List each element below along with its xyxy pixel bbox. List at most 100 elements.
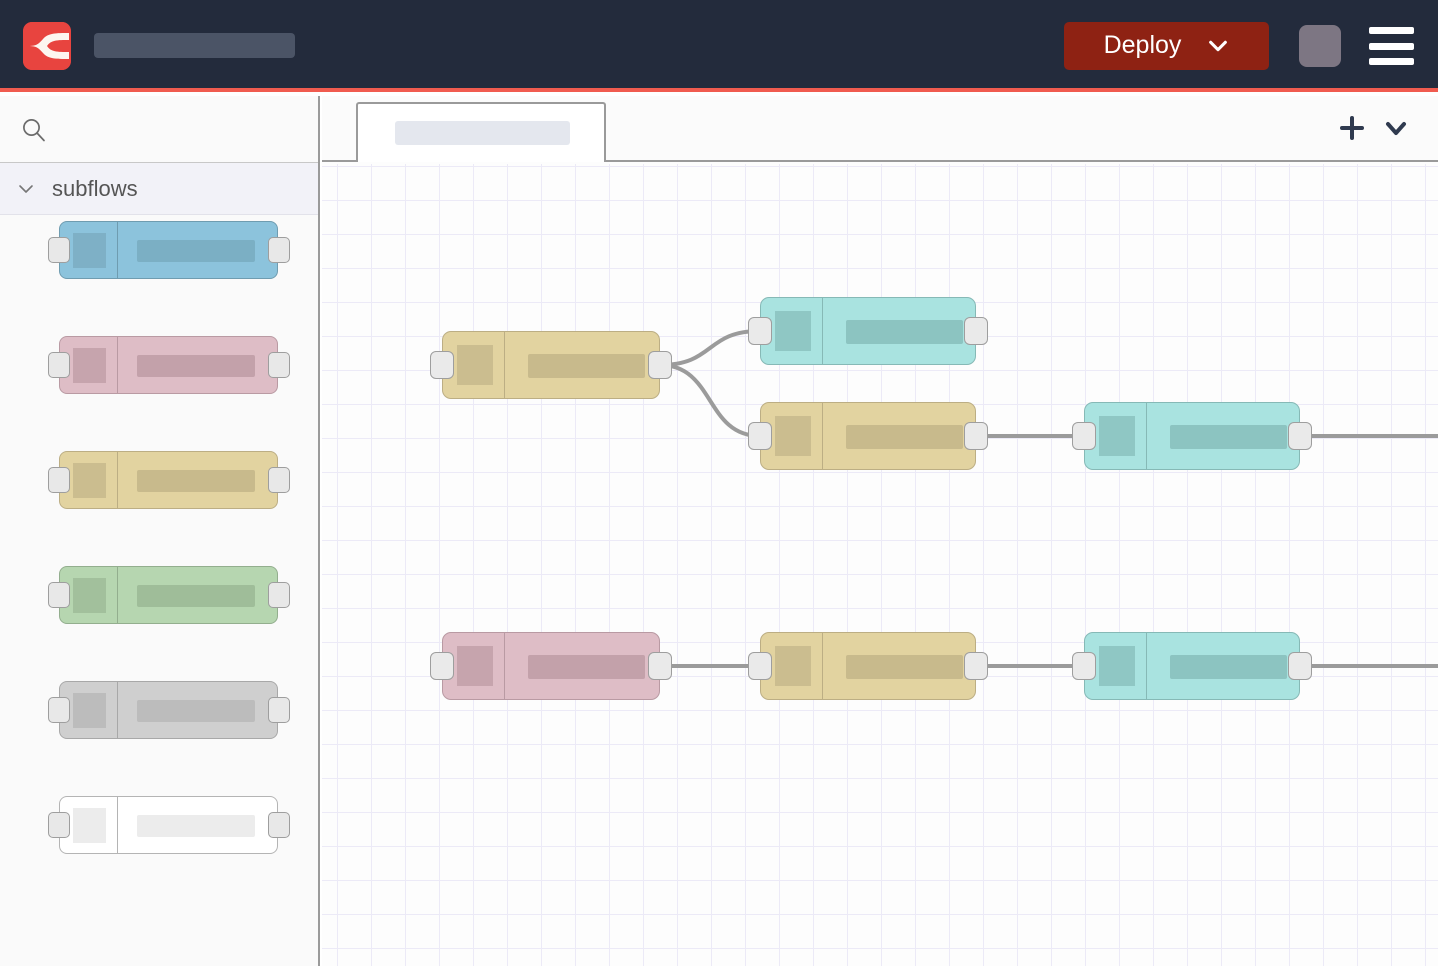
hamburger-bar — [1369, 58, 1414, 65]
palette-node-input-port[interactable] — [48, 467, 70, 493]
hamburger-bar — [1369, 27, 1414, 34]
palette-node-label-placeholder — [137, 585, 255, 607]
flow-tab-bar — [322, 96, 1438, 162]
palette-node-body — [59, 451, 278, 509]
palette-node-body — [59, 681, 278, 739]
node-red-logo-icon[interactable] — [23, 22, 71, 70]
canvas-node-yellow-3[interactable] — [760, 632, 976, 700]
node-output-port[interactable] — [1288, 652, 1312, 680]
palette-node-input-port[interactable] — [48, 812, 70, 838]
node-label-placeholder — [528, 655, 645, 679]
chevron-down-icon[interactable] — [1382, 116, 1410, 142]
node-input-port[interactable] — [430, 652, 454, 680]
palette-node-icon — [73, 463, 106, 498]
node-output-port[interactable] — [964, 317, 988, 345]
node-input-port[interactable] — [1072, 652, 1096, 680]
app-header: Deploy — [0, 0, 1438, 92]
palette-node-input-port[interactable] — [48, 237, 70, 263]
palette-node-output-port[interactable] — [268, 697, 290, 723]
search-icon[interactable] — [21, 117, 47, 143]
flow-tab-label-placeholder — [395, 121, 570, 145]
node-icon — [457, 646, 493, 686]
palette-node-input-port[interactable] — [48, 582, 70, 608]
node-icon-pane — [1085, 403, 1147, 469]
palette-search-row[interactable] — [0, 96, 318, 163]
canvas-node-yellow-2[interactable] — [760, 402, 976, 470]
node-icon — [775, 646, 811, 686]
palette-node-body — [59, 336, 278, 394]
palette-node-output-port[interactable] — [268, 237, 290, 263]
palette-node-label-placeholder — [137, 240, 255, 262]
node-input-port[interactable] — [1072, 422, 1096, 450]
chevron-down-icon — [19, 184, 33, 193]
palette-node-output-port[interactable] — [268, 467, 290, 493]
node-icon — [1099, 646, 1135, 686]
node-icon — [1099, 416, 1135, 456]
palette-node-output-port[interactable] — [268, 352, 290, 378]
palette-section-subflows[interactable]: subflows — [0, 163, 318, 215]
palette-node-label-placeholder — [137, 700, 255, 722]
palette-node-label-placeholder — [137, 355, 255, 377]
palette-node-input-port[interactable] — [48, 697, 70, 723]
palette-node-pink[interactable] — [40, 336, 290, 394]
chevron-down-icon — [1209, 40, 1228, 52]
node-output-port[interactable] — [1288, 422, 1312, 450]
flow-tab-1[interactable] — [356, 102, 606, 162]
node-icon-pane — [761, 298, 823, 364]
node-icon-pane — [761, 633, 823, 699]
wire-canvas-node-yellow-1-to-canvas-node-yellow-2 — [658, 363, 762, 438]
canvas-node-yellow-1[interactable] — [442, 331, 660, 399]
deploy-button[interactable]: Deploy — [1064, 22, 1269, 70]
flow-wire-layer — [658, 329, 1438, 668]
palette-node-output-port[interactable] — [268, 582, 290, 608]
flow-workspace — [322, 96, 1438, 966]
plus-icon[interactable] — [1338, 114, 1366, 142]
palette-node-icon-pane — [60, 682, 118, 738]
node-icon — [775, 311, 811, 351]
canvas-node-cyan-3[interactable] — [1084, 632, 1300, 700]
node-icon — [457, 345, 493, 385]
node-output-port[interactable] — [964, 422, 988, 450]
hamburger-menu-icon[interactable] — [1369, 27, 1414, 65]
node-label-placeholder — [846, 655, 963, 679]
node-label-placeholder — [846, 320, 963, 344]
palette-node-body — [59, 566, 278, 624]
node-label-placeholder — [1170, 425, 1287, 449]
palette-node-grey[interactable] — [40, 681, 290, 739]
palette-node-icon-pane — [60, 797, 118, 853]
palette-node-white[interactable] — [40, 796, 290, 854]
node-input-port[interactable] — [748, 652, 772, 680]
palette-node-input-port[interactable] — [48, 352, 70, 378]
flow-canvas[interactable] — [322, 164, 1438, 966]
canvas-node-cyan-1[interactable] — [760, 297, 976, 365]
palette-node-icon — [73, 808, 106, 843]
node-label-placeholder — [528, 354, 645, 378]
node-icon — [775, 416, 811, 456]
palette-node-blue[interactable] — [40, 221, 290, 279]
node-label-placeholder — [1170, 655, 1287, 679]
node-output-port[interactable] — [648, 351, 672, 379]
palette-node-label-placeholder — [137, 815, 255, 837]
hamburger-bar — [1369, 42, 1414, 50]
node-output-port[interactable] — [964, 652, 988, 680]
user-avatar-placeholder[interactable] — [1299, 25, 1341, 67]
palette-node-body — [59, 796, 278, 854]
node-output-port[interactable] — [648, 652, 672, 680]
flow-title-placeholder — [94, 33, 295, 58]
canvas-node-cyan-2[interactable] — [1084, 402, 1300, 470]
palette-node-icon-pane — [60, 337, 118, 393]
palette-search-input[interactable] — [58, 114, 298, 146]
node-input-port[interactable] — [748, 317, 772, 345]
canvas-node-pink-1[interactable] — [442, 632, 660, 700]
palette-node-icon-pane — [60, 452, 118, 508]
node-label-placeholder — [846, 425, 963, 449]
palette-node-yellow[interactable] — [40, 451, 290, 509]
palette-node-body — [59, 221, 278, 279]
palette-node-icon — [73, 693, 106, 728]
palette-node-green[interactable] — [40, 566, 290, 624]
palette-node-icon — [73, 348, 106, 383]
palette-node-output-port[interactable] — [268, 812, 290, 838]
palette-item-list — [0, 215, 318, 854]
node-input-port[interactable] — [430, 351, 454, 379]
node-input-port[interactable] — [748, 422, 772, 450]
